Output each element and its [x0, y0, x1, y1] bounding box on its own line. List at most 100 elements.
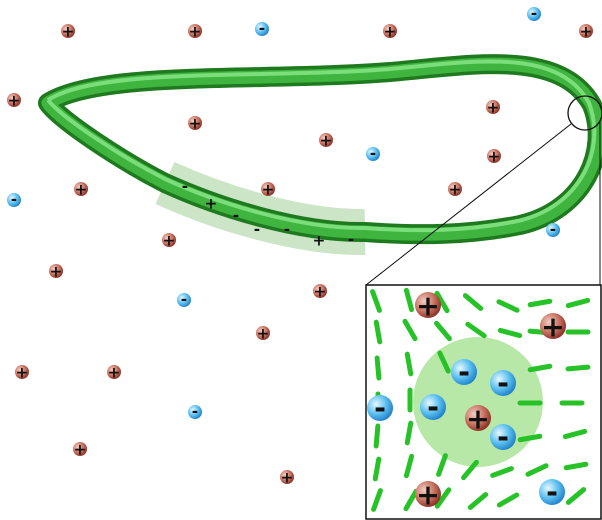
positive-ion: +: [313, 232, 326, 250]
plus-sign: +: [580, 23, 593, 41]
inset-frame: [365, 284, 602, 520]
plus-sign: +: [257, 325, 270, 343]
negative-ion: -: [255, 20, 269, 38]
rod: [434, 290, 450, 314]
minus-sign: -: [192, 403, 198, 421]
positive-ion: +: [188, 23, 202, 41]
rod: [403, 287, 415, 313]
positive-ion: +: [107, 364, 121, 382]
rod: [370, 289, 382, 313]
plus-sign: +: [281, 469, 294, 487]
minus-sign: -: [254, 221, 260, 239]
rod: [465, 321, 487, 339]
minus-sign: -: [181, 291, 187, 309]
green-tube: [38, 54, 602, 245]
zoom-marker-circle: [567, 95, 602, 131]
negative-ion: -: [366, 145, 380, 163]
minus-sign: -: [497, 366, 509, 400]
plus-sign: +: [314, 283, 327, 301]
positive-ion: +: [15, 364, 29, 382]
minus-sign: -: [497, 420, 509, 454]
plus-sign: +: [541, 310, 565, 344]
rod: [436, 453, 448, 477]
positive-ion: +: [448, 181, 462, 199]
plus-sign: +: [205, 195, 218, 213]
rod: [496, 299, 520, 313]
plus-sign: +: [487, 99, 500, 117]
plus-sign: +: [384, 23, 397, 41]
rod: [402, 318, 418, 342]
rod: [525, 463, 549, 477]
negative-ion: -: [254, 221, 260, 239]
positive-ion: +: [7, 92, 21, 110]
negative-ion: -: [177, 291, 191, 309]
plus-sign: +: [75, 181, 88, 199]
positive-ion: +: [162, 232, 176, 250]
plus-sign: +: [62, 23, 75, 41]
plus-sign: +: [416, 289, 440, 323]
positive-ion: +: [61, 23, 75, 41]
rod: [563, 461, 589, 471]
minus-sign: -: [284, 221, 290, 239]
positive-ion: +: [205, 195, 218, 213]
positive-ion: +: [415, 289, 441, 323]
negative-ion: -: [490, 366, 516, 400]
zoom-line-left: [365, 123, 572, 286]
plus-sign: +: [320, 132, 333, 150]
positive-ion: +: [487, 148, 501, 166]
rod: [461, 459, 479, 481]
positive-ion: +: [415, 478, 441, 512]
rod: [565, 487, 587, 505]
rod: [404, 351, 414, 377]
positive-ion: +: [313, 283, 327, 301]
rod: [371, 488, 383, 512]
negative-ion: -: [284, 221, 290, 239]
inset-ions: ++----+-+-: [367, 289, 566, 512]
minus-sign: -: [374, 391, 386, 425]
positive-ion: +: [383, 23, 397, 41]
negative-ion: -: [490, 420, 516, 454]
positive-ion: +: [465, 402, 491, 436]
negative-ion: -: [188, 403, 202, 421]
plus-sign: +: [108, 364, 121, 382]
plus-sign: +: [163, 232, 176, 250]
plus-sign: +: [189, 23, 202, 41]
plus-sign: +: [488, 148, 501, 166]
plus-sign: +: [189, 115, 202, 133]
minus-sign: -: [259, 20, 265, 38]
rod: [404, 420, 414, 446]
negative-ion: -: [233, 207, 239, 225]
positive-ion: +: [280, 469, 294, 487]
positive-ion: +: [486, 99, 500, 117]
positive-ion: +: [540, 310, 566, 344]
rod: [565, 364, 591, 372]
negative-ion: -: [7, 191, 21, 209]
plus-sign: +: [313, 232, 326, 250]
negative-ion: -: [539, 475, 565, 509]
positive-ion: +: [73, 441, 87, 459]
negative-ion: -: [182, 178, 188, 196]
rod: [374, 355, 382, 381]
rod: [497, 327, 523, 339]
rod: [403, 453, 415, 479]
rod: [527, 363, 553, 373]
minus-sign: -: [531, 5, 537, 23]
negative-ion: -: [451, 355, 477, 389]
plus-sign: +: [50, 263, 63, 281]
positive-ion: +: [49, 263, 63, 281]
minus-sign: -: [546, 475, 558, 509]
rod: [527, 298, 553, 308]
negative-ion: -: [348, 231, 354, 249]
positive-ion: +: [74, 181, 88, 199]
minus-sign: -: [182, 178, 188, 196]
rod: [462, 293, 484, 311]
plus-sign: +: [16, 364, 29, 382]
negative-ion: -: [546, 221, 560, 239]
negative-ion: -: [527, 5, 541, 23]
minus-sign: -: [11, 191, 17, 209]
ion-field: ++-+-++++-++-++++-+-++++-++-+---+-: [7, 5, 593, 487]
rod: [372, 456, 382, 482]
positive-ion: +: [256, 325, 270, 343]
inset-rods: [370, 287, 591, 512]
